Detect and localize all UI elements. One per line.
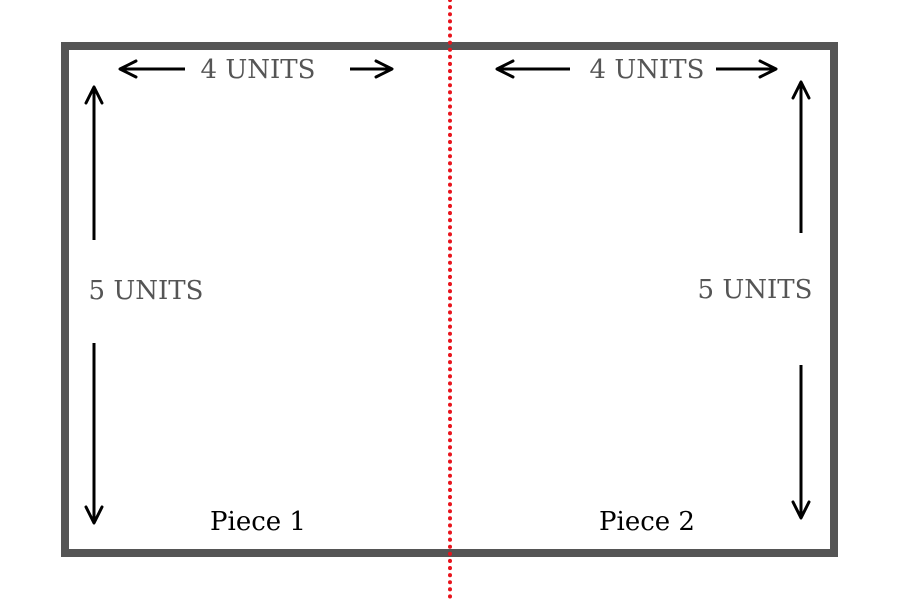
piece-2-label: Piece 2: [599, 507, 695, 537]
piece-2-height-label: 5 UNITS: [698, 275, 813, 305]
piece-2-width-label: 4 UNITS: [590, 55, 705, 85]
piece-1-height-label: 5 UNITS: [89, 276, 204, 306]
piece-1-label: Piece 1: [210, 507, 306, 537]
piece-1-width-label: 4 UNITS: [201, 55, 316, 85]
